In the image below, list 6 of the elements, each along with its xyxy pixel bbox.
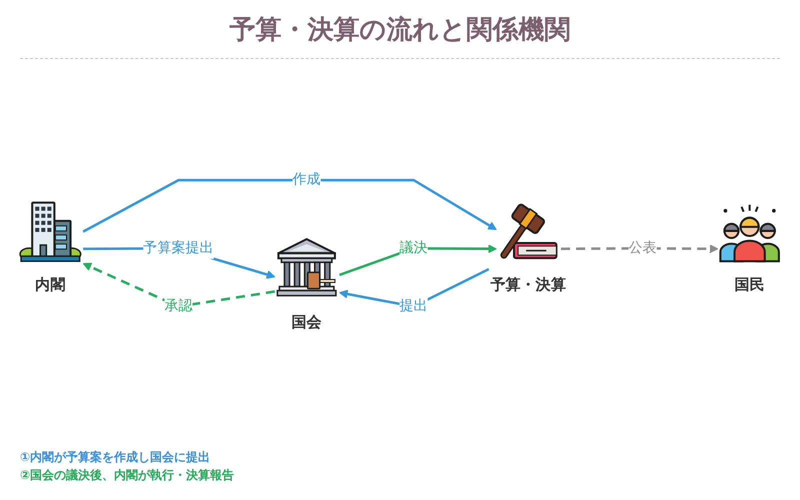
note: ②国会の議決後、内閣が執行・決算報告 [20, 467, 234, 484]
arrow [82, 262, 276, 308]
title: 予算・決算の流れと関係機関 [228, 14, 572, 47]
note: ①内閣が予算案を作成し国会に提出 [20, 449, 210, 466]
edge-label: 予算案提出 [143, 238, 214, 259]
arrow [82, 178, 497, 233]
